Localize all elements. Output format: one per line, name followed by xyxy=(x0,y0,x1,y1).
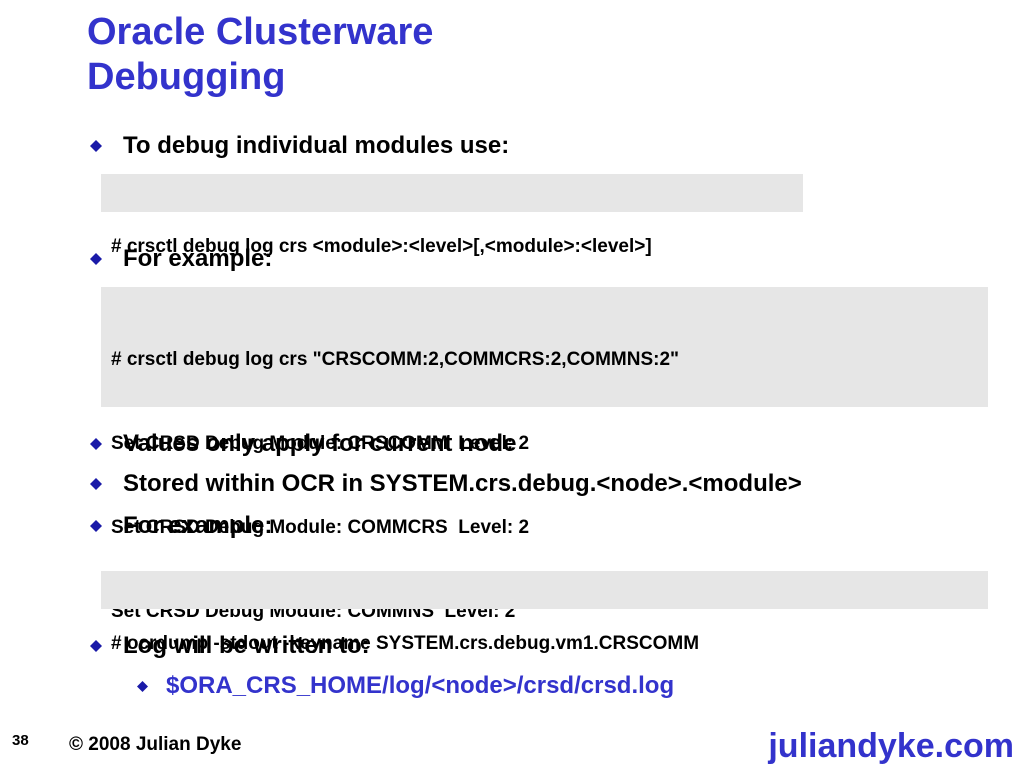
code-block-example: # crsctl debug log crs "CRSCOMM:2,COMMCR… xyxy=(101,287,988,622)
bullet-text: Log will be written to: xyxy=(123,632,370,659)
bullet-text: To debug individual modules use: xyxy=(123,132,510,159)
bullet-text: For example: xyxy=(123,512,273,539)
code-block-syntax: # crsctl debug log crs <module>:<level>[… xyxy=(101,174,803,257)
title-line-2: Debugging xyxy=(87,56,286,98)
diamond-bullet-icon xyxy=(90,438,102,450)
title-line-1: Oracle Clusterware xyxy=(87,11,434,53)
bullet-text: Values only apply for current node xyxy=(123,430,517,457)
copyright: © 2008 Julian Dyke xyxy=(69,734,242,755)
code-line: Set CRSD Debug Module: COMMCRS Level: 2 xyxy=(111,517,530,538)
code-line: Set CRSD Debug Module: CRSCOMM Level: 2 xyxy=(111,433,530,454)
code-line: # crsctl debug log crs <module>:<level>[… xyxy=(111,236,652,257)
site-link[interactable]: juliandyke.com xyxy=(768,727,1014,765)
sub-bullet-text: $ORA_CRS_HOME/log/<node>/crsd/crsd.log xyxy=(166,672,675,699)
slide-title: Oracle Clusterware Debugging xyxy=(87,10,433,100)
bullet-text: Stored within OCR in SYSTEM.crs.debug.<n… xyxy=(123,470,802,497)
code-line: # crsctl debug log crs "CRSCOMM:2,COMMCR… xyxy=(111,349,680,370)
diamond-bullet-icon xyxy=(90,478,102,490)
diamond-bullet-icon xyxy=(90,140,102,152)
diamond-bullet-icon xyxy=(90,640,102,652)
diamond-bullet-icon xyxy=(90,253,102,265)
diamond-bullet-icon xyxy=(90,520,102,532)
code-block-ocrdump: # ocrdump -stdout -keyname SYSTEM.crs.de… xyxy=(101,571,988,654)
page-number: 38 xyxy=(12,732,29,749)
bullet-text: For example: xyxy=(123,245,273,272)
diamond-bullet-icon xyxy=(137,681,148,692)
code-line: # ocrdump -stdout -keyname SYSTEM.crs.de… xyxy=(111,633,700,654)
